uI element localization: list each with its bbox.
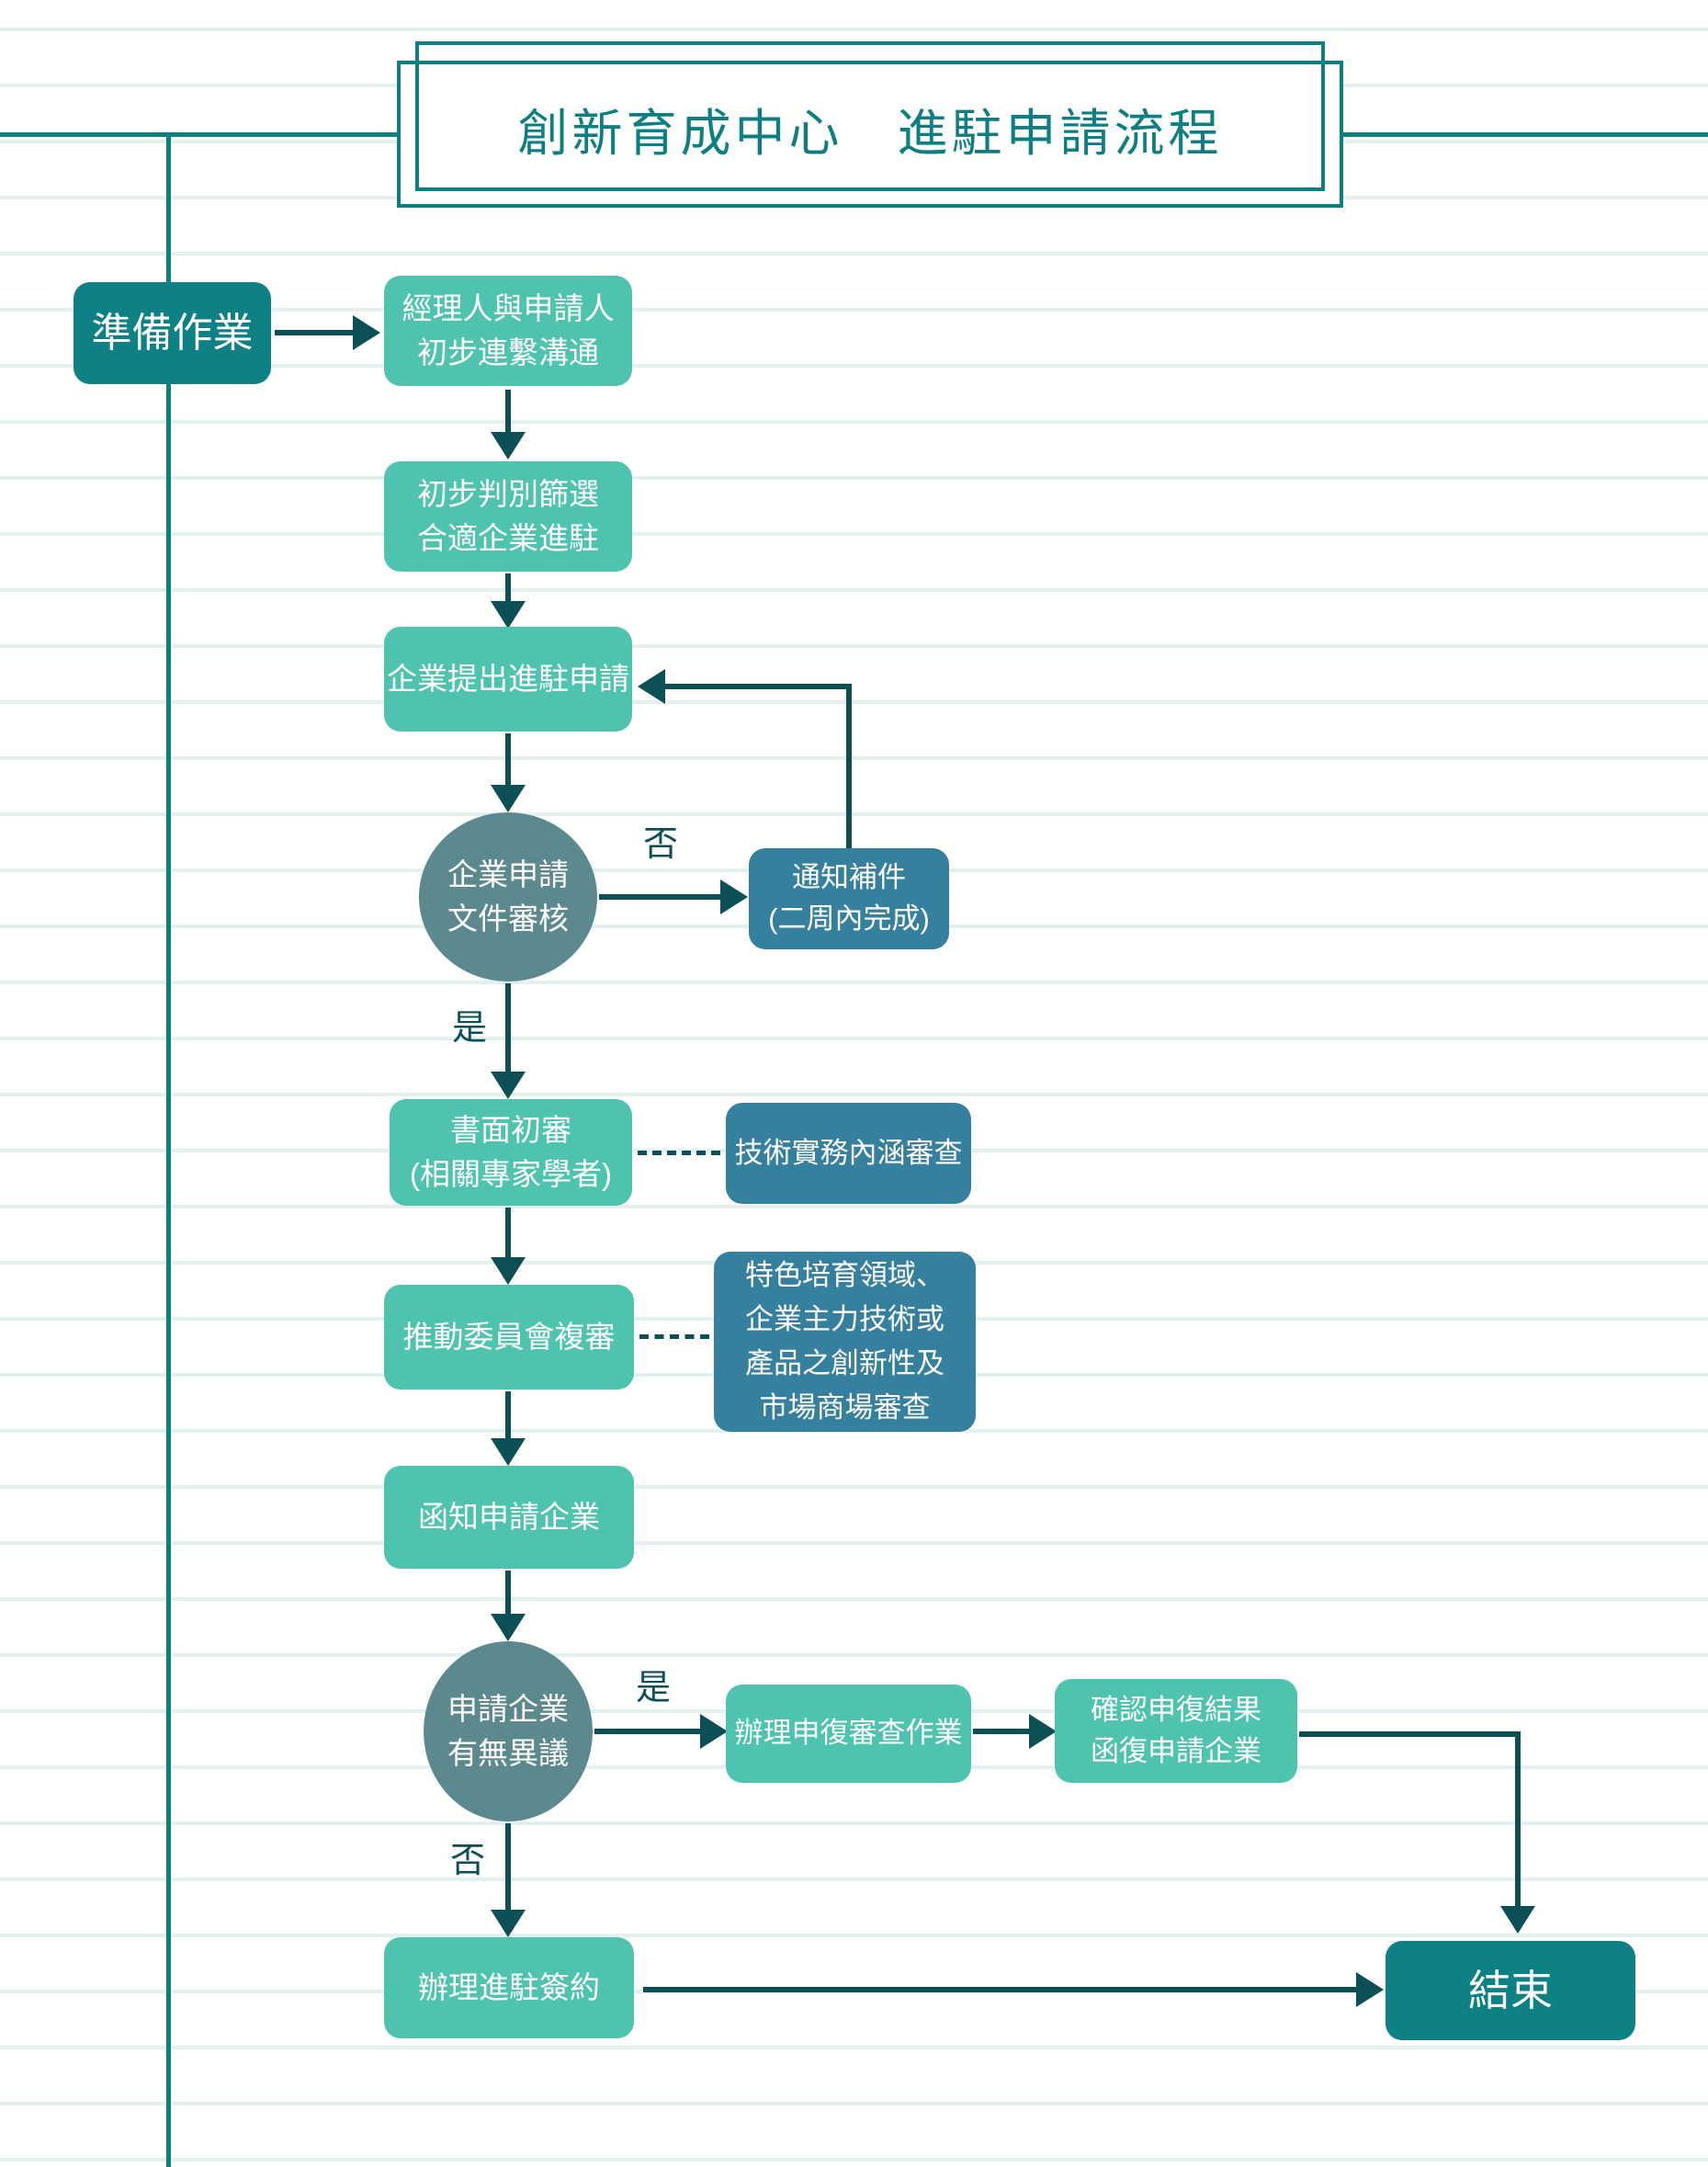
node-notify-line2: (二周內完成)	[768, 902, 930, 935]
node-apply: 企業提出進駐申請	[384, 627, 632, 732]
arrow-confirm-to-end-head	[1500, 1906, 1535, 1934]
node-objection-line2: 有無異議	[447, 1736, 569, 1770]
node-criteria-line1: 特色培育領域、	[745, 1258, 944, 1291]
arrow-prep-to-contact-line	[275, 330, 353, 335]
node-end-label: 結束	[1468, 1966, 1553, 2014]
node-end: 結束	[1386, 1941, 1635, 2040]
dashed-committee-to-criteria	[639, 1334, 709, 1339]
label-no-docreview: 否	[643, 825, 679, 864]
arrow-apply-to-docreview-line	[505, 733, 511, 785]
arrow-committee-to-inform-line	[505, 1391, 511, 1438]
node-prep-label: 準備作業	[91, 310, 254, 356]
node-screen: 初步判別篩選 合適企業進駐	[384, 461, 632, 572]
node-appeal: 辦理申復審查作業	[726, 1685, 971, 1783]
node-confirm-line2: 函復申請企業	[1091, 1734, 1261, 1767]
node-doc-review-line2: 文件審核	[447, 902, 569, 936]
node-criteria-line3: 產品之創新性及	[745, 1347, 944, 1379]
margin-line-vertical	[166, 132, 171, 2167]
arrow-contract-to-end-head	[1356, 1972, 1384, 2007]
dashed-paper-to-tech	[638, 1151, 720, 1155]
node-confirm: 確認申復結果 函復申請企業	[1055, 1679, 1297, 1783]
title-frame-inner	[415, 41, 1325, 191]
arrow-appeal-to-confirm-head	[1029, 1714, 1057, 1749]
arrow-confirm-to-end-hline	[1299, 1731, 1521, 1737]
node-paper-review: 書面初審 (相關專家學者)	[390, 1099, 632, 1206]
node-screen-line1: 初步判別篩選	[417, 477, 599, 512]
arrow-screen-to-apply-head	[491, 601, 526, 629]
arrow-apply-to-docreview-head	[491, 785, 526, 812]
node-paper-review-line1: 書面初審	[450, 1113, 571, 1148]
arrow-paper-to-committee-line	[505, 1208, 511, 1257]
node-screen-line2: 合適企業進駐	[417, 521, 599, 555]
node-prep: 準備作業	[74, 282, 271, 384]
node-contact-line2: 初步連繫溝通	[417, 335, 599, 369]
node-paper-review-line2: (相關專家學者)	[410, 1157, 612, 1191]
margin-line-top-left	[0, 132, 398, 137]
label-yes-objection: 是	[636, 1669, 672, 1708]
node-apply-label: 企業提出進駐申請	[387, 662, 629, 697]
arrow-notify-to-apply-vline	[846, 684, 852, 848]
label-no-objection: 否	[450, 1842, 486, 1880]
arrow-screen-to-apply-line	[505, 573, 511, 601]
node-contact-line1: 經理人與申請人	[402, 291, 615, 326]
arrow-appeal-to-confirm-line	[973, 1729, 1029, 1734]
node-notify: 通知補件 (二周內完成)	[749, 848, 949, 949]
arrow-contact-to-screen-head	[491, 432, 526, 459]
node-inform: 函知申請企業	[384, 1466, 634, 1569]
node-doc-review-line1: 企業申請	[447, 857, 569, 892]
arrow-docreview-to-paper-head	[491, 1072, 526, 1099]
margin-line-top-right	[1329, 132, 1708, 137]
arrow-docreview-to-notify-line	[599, 894, 720, 900]
node-tech-review: 技術實務內涵審查	[726, 1103, 971, 1204]
node-notify-line1: 通知補件	[792, 861, 906, 894]
node-criteria-line4: 市場商場審查	[759, 1391, 931, 1424]
arrow-contract-to-end-line	[643, 1987, 1356, 1992]
node-criteria: 特色培育領域、 企業主力技術或 產品之創新性及 市場商場審查	[714, 1252, 976, 1432]
arrow-docreview-to-notify-head	[720, 879, 748, 914]
node-objection-line1: 申請企業	[447, 1692, 569, 1727]
title-frame-outer	[397, 61, 1343, 208]
title-underlay	[401, 45, 1340, 204]
node-inform-label: 函知申請企業	[418, 1500, 600, 1535]
arrow-objection-to-contract-line	[505, 1823, 511, 1910]
arrow-confirm-to-end-vline	[1515, 1731, 1521, 1906]
node-appeal-label: 辦理申復審查作業	[734, 1717, 963, 1750]
node-confirm-line1: 確認申復結果	[1091, 1693, 1261, 1726]
arrow-notify-to-apply-hline	[665, 684, 852, 689]
arrow-objection-to-appeal-line	[594, 1729, 700, 1734]
arrow-objection-to-appeal-head	[700, 1714, 728, 1749]
node-criteria-line2: 企業主力技術或	[745, 1302, 944, 1335]
node-contract: 辦理進駐簽約	[384, 1937, 634, 2038]
arrow-paper-to-committee-head	[491, 1257, 526, 1285]
arrow-docreview-to-paper-line	[505, 983, 511, 1072]
node-contract-label: 辦理進駐簽約	[418, 1970, 600, 2005]
node-tech-review-label: 技術實務內涵審查	[734, 1136, 963, 1169]
node-committee-label: 推動委員會複審	[402, 1320, 616, 1355]
arrow-prep-to-contact-head	[353, 315, 380, 350]
node-contact: 經理人與申請人 初步連繫溝通	[384, 276, 632, 386]
label-yes-docreview: 是	[452, 1009, 488, 1048]
page-title: 創新育成中心 進駐申請流程	[517, 105, 1223, 162]
arrow-inform-to-objection-line	[505, 1571, 511, 1614]
node-committee: 推動委員會複審	[384, 1285, 634, 1390]
arrow-committee-to-inform-head	[491, 1438, 526, 1466]
node-doc-review-decision: 企業申請 文件審核	[419, 812, 597, 981]
arrow-notify-to-apply-head	[638, 669, 665, 704]
arrow-contact-to-screen-line	[505, 390, 511, 432]
node-objection-decision: 申請企業 有無異議	[424, 1641, 593, 1821]
arrow-objection-to-contract-head	[491, 1910, 526, 1937]
arrow-inform-to-objection-head	[491, 1614, 526, 1641]
